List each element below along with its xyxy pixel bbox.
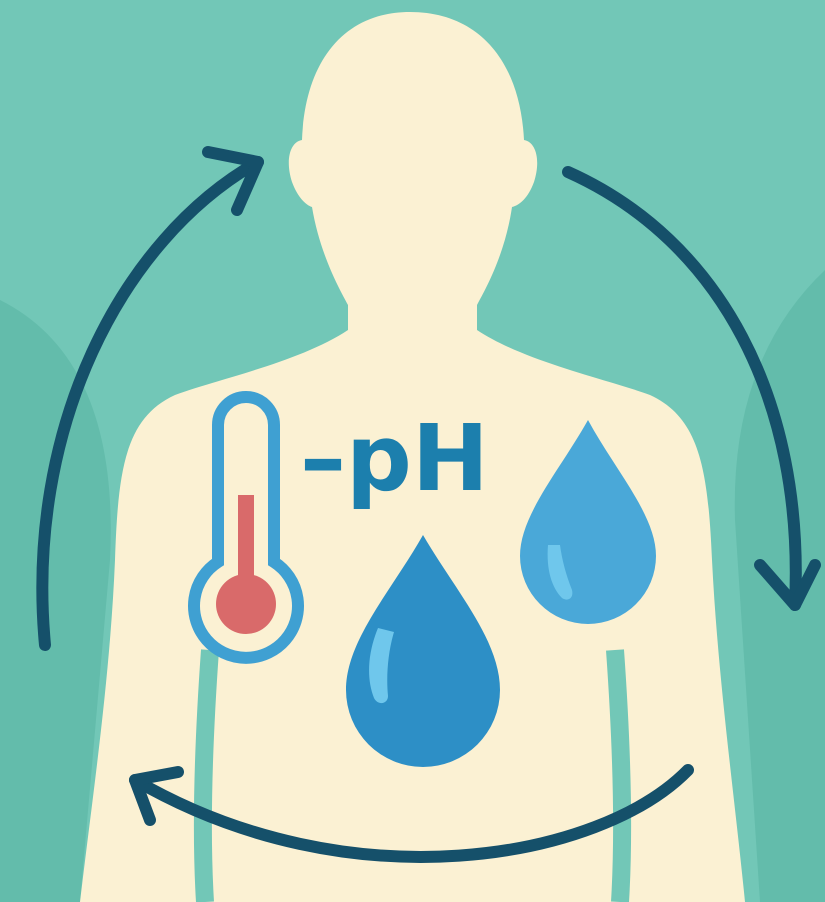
right-arm-gap — [615, 650, 622, 902]
left-arm-gap — [203, 650, 210, 902]
ph-label: –pH — [300, 405, 489, 512]
